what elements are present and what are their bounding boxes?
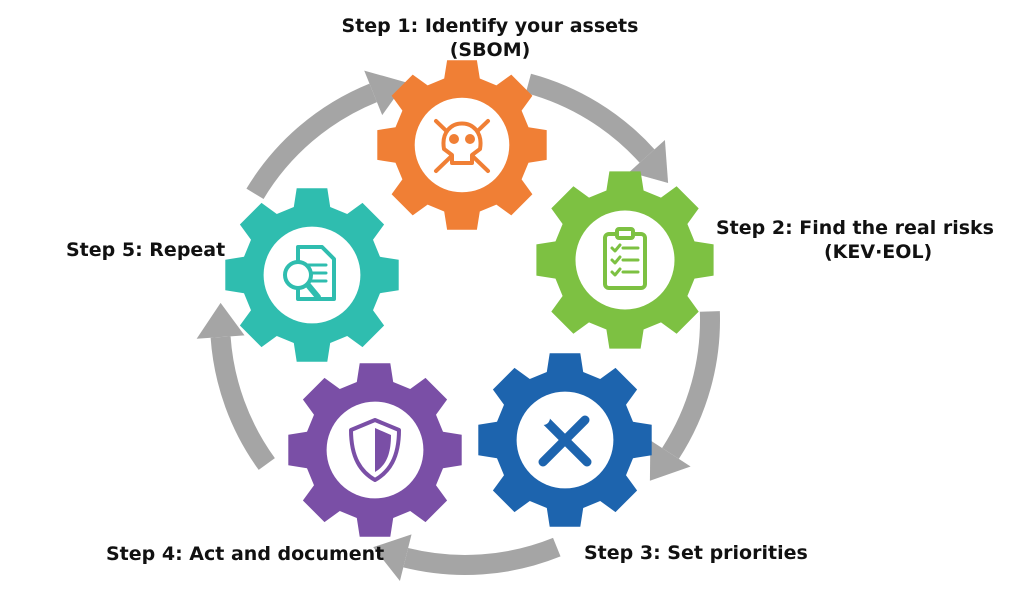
step-4-title: Step 4: Act and document bbox=[106, 543, 385, 565]
step-3-label: Step 3: Set priorities bbox=[584, 541, 808, 565]
wrench-screwdriver-icon bbox=[536, 411, 592, 467]
cycle-arrow bbox=[525, 73, 669, 183]
cycle-arrow bbox=[373, 534, 561, 582]
step-5-label: Step 5: Repeat bbox=[66, 238, 225, 262]
step-1-title: Step 1: Identify your assets bbox=[341, 15, 639, 37]
cycle-arrow bbox=[246, 70, 406, 200]
step-4-label: Step 4: Act and document bbox=[106, 542, 384, 566]
step-1-label: Step 1: Identify your assets (SBOM) bbox=[340, 14, 640, 62]
step-2-subtitle: (KEV·EOL) bbox=[824, 241, 933, 263]
cycle-arrow bbox=[196, 302, 275, 470]
step-2-gear bbox=[536, 171, 714, 349]
cycle-arrow bbox=[649, 311, 720, 481]
skull-crossbones-icon bbox=[434, 119, 490, 173]
step-2-title: Step 2: Find the real risks bbox=[716, 217, 994, 239]
step-1-subtitle: (SBOM) bbox=[449, 39, 531, 61]
step-2-label: Step 2: Find the real risks (KEV·EOL) bbox=[716, 216, 994, 264]
step-3-title: Step 3: Set priorities bbox=[584, 542, 808, 564]
document-search-icon bbox=[283, 245, 336, 301]
shield-icon bbox=[349, 418, 401, 482]
step-1-gear bbox=[377, 60, 547, 230]
step-5-gear bbox=[225, 188, 399, 362]
step-3-gear bbox=[478, 353, 652, 527]
step-4-gear bbox=[288, 363, 462, 537]
clipboard-checklist-icon bbox=[603, 227, 647, 290]
step-5-title: Step 5: Repeat bbox=[66, 239, 226, 261]
